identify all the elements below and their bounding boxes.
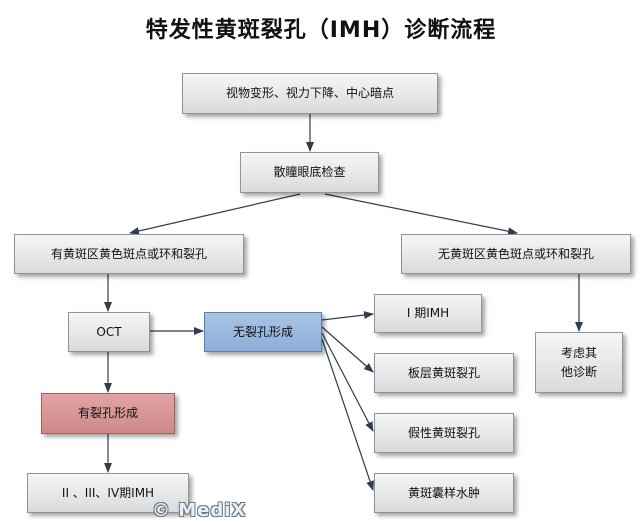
node-lamellar-hole-label: 板层黄斑裂孔 (407, 365, 480, 380)
node-no-ring-and-hole-label: 无黄斑区黄色斑点或环和裂孔 (437, 246, 594, 261)
node-oct-label: OCT (96, 324, 122, 339)
node-symptoms-label: 视物变形、视力下降、中心暗点 (225, 86, 394, 101)
node-stage234-imh: II 、III、IV期IMH (27, 473, 189, 513)
node-pseudo-hole: 假性黄斑裂孔 (374, 413, 514, 453)
arrow-no-hole-to-pseudo (321, 332, 374, 432)
node-macular-cyst-label: 黄斑囊样水肿 (407, 485, 480, 500)
node-consider-other-line1: 考虑其 (560, 345, 597, 360)
arrow-no-hole-to-cyst (321, 338, 374, 491)
node-no-hole-label: 无裂孔形成 (232, 324, 293, 339)
arrow-fundus-to-no-ring (324, 193, 518, 236)
node-has-hole: 有裂孔形成 (41, 393, 175, 434)
arrow-fundus-to-has-ring (129, 193, 301, 235)
node-lamellar-hole: 板层黄斑裂孔 (374, 353, 514, 393)
node-fundus-exam: 散瞳眼底检查 (240, 152, 379, 193)
node-no-hole: 无裂孔形成 (204, 312, 322, 352)
node-fundus-exam-label: 散瞳眼底检查 (273, 165, 346, 180)
node-has-ring-and-hole-label: 有黄斑区黄色斑点或环和裂孔 (50, 246, 207, 261)
node-pseudo-hole-label: 假性黄斑裂孔 (407, 425, 480, 440)
node-stage1-imh-label: I 期IMH (406, 306, 450, 321)
arrow-no-hole-to-stage1 (321, 311, 374, 321)
node-oct: OCT (68, 312, 150, 352)
node-consider-other-line2: 他诊断 (560, 364, 597, 379)
node-macular-cyst: 黄斑囊样水肿 (374, 473, 514, 513)
node-stage234-imh-label: II 、III、IV期IMH (61, 485, 155, 500)
node-stage1-imh: I 期IMH (374, 294, 482, 333)
node-no-ring-and-hole: 无黄斑区黄色斑点或环和裂孔 (401, 234, 631, 274)
watermark-logo: © MediX (152, 500, 247, 521)
node-has-hole-label: 有裂孔形成 (77, 406, 138, 421)
page-title: 特发性黄斑裂孔（IMH）诊断流程 (145, 18, 497, 43)
arrow-no-hole-to-lamellar (321, 326, 374, 373)
node-has-ring-and-hole: 有黄斑区黄色斑点或环和裂孔 (14, 234, 244, 274)
node-symptoms: 视物变形、视力下降、中心暗点 (182, 73, 438, 114)
node-consider-other: 考虑其 他诊断 (535, 332, 623, 393)
